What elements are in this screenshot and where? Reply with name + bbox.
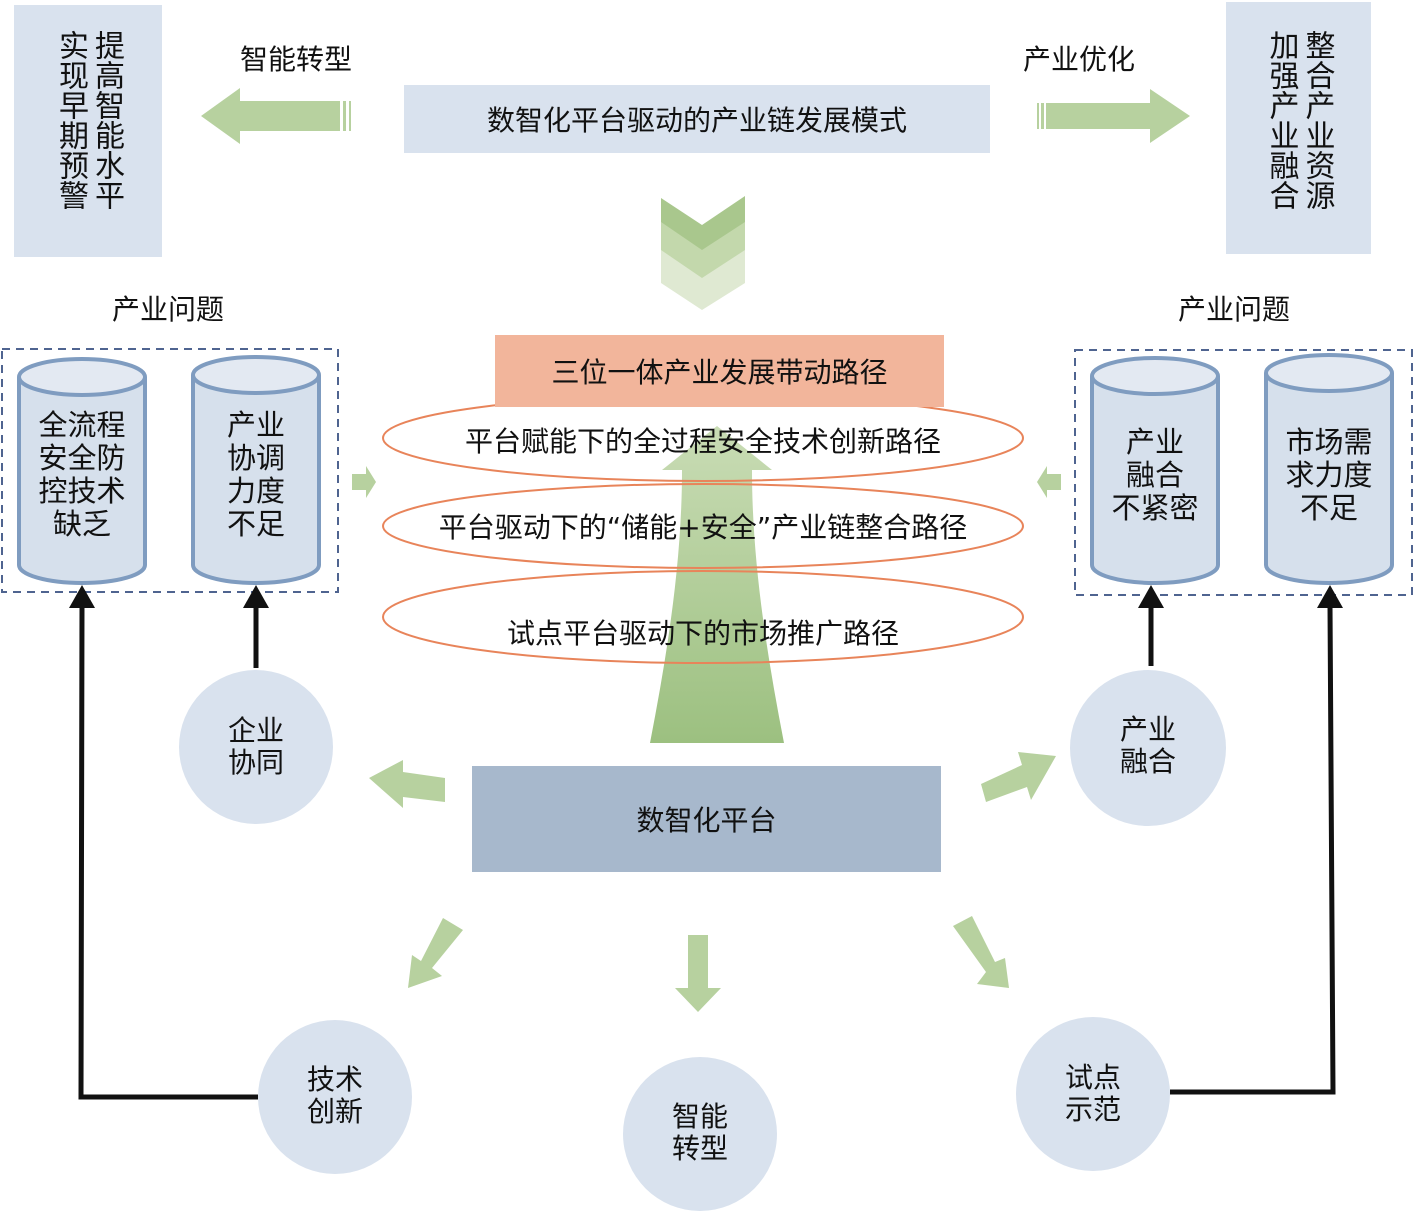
circle-enterprise-synergy xyxy=(179,670,333,824)
path-item-3: 试点平台驱动下的市场推广路径 xyxy=(506,617,899,650)
circle-tech-innovation xyxy=(258,1020,412,1174)
arrowhead-icon xyxy=(243,585,269,608)
connector-arrowheads xyxy=(69,585,1343,608)
arrowhead-icon xyxy=(1317,585,1343,608)
enterprise-synergy-text: 企业 协同 xyxy=(227,714,284,779)
title-box xyxy=(404,85,990,153)
left-problems-container xyxy=(1,348,339,593)
right-problems-container xyxy=(1074,349,1413,596)
path-ellipse-3 xyxy=(382,570,1024,664)
cylinder-right-1-text: 产业 融合 不紧密 xyxy=(1111,424,1199,525)
cylinder-right-2 xyxy=(1264,353,1394,585)
chevron-down-icon xyxy=(661,196,745,310)
tech-innovation-text: 技术 创新 xyxy=(306,1063,363,1128)
arrow-down-icon xyxy=(675,935,721,1012)
arrow-down-right-icon xyxy=(953,916,1009,988)
left-problems-heading: 产业问题 xyxy=(112,293,225,326)
arrow-right-small-icon xyxy=(352,466,376,498)
pilot-demo-text: 试点 示范 xyxy=(1064,1061,1121,1126)
page-title: 数智化平台驱动的产业链发展模式 xyxy=(486,104,907,137)
connector-lines xyxy=(78,604,1336,1100)
arrow-right-icon xyxy=(1037,89,1190,143)
cylinder-right-1 xyxy=(1090,356,1220,585)
paths-header: 三位一体产业发展带动路径 xyxy=(551,356,888,389)
arrowhead-icon xyxy=(1138,585,1164,608)
cylinder-left-1 xyxy=(17,357,147,585)
path-ellipse-2 xyxy=(382,483,1024,569)
cylinder-left-2-text: 产业 协调 力度 不足 xyxy=(226,408,285,541)
cylinder-left-1-text: 全流程 安全防 控技术 缺乏 xyxy=(38,408,126,541)
box-column: 实现早期预警 xyxy=(53,30,88,210)
arrow-up-left-icon xyxy=(369,760,445,808)
arrow-down-left-icon xyxy=(408,918,463,988)
box-column: 提高智能水平 xyxy=(89,30,124,210)
box-column: 整合产业资源 xyxy=(1299,30,1335,210)
circle-industry-integration xyxy=(1070,670,1226,826)
path-item-2: 平台驱动下的“储能+安全”产业链整合路径 xyxy=(438,511,968,544)
industry-integration-text: 产业 融合 xyxy=(1119,713,1176,778)
early-warning-box xyxy=(14,5,162,257)
industry-optimization-label: 产业优化 xyxy=(1023,43,1136,76)
circle-pilot-demo xyxy=(1016,1017,1170,1171)
smart-transformation-text: 智能 转型 xyxy=(671,1100,728,1165)
smart-transformation-label: 智能转型 xyxy=(240,43,353,76)
upward-arrow-icon xyxy=(650,426,784,743)
platform-label: 数智化平台 xyxy=(636,804,777,837)
box-column: 加强产业融合 xyxy=(1263,30,1299,210)
early-warning-text: 提高智能水平 实现早期预警 xyxy=(14,30,162,210)
cylinder-right-2-text: 市场需 求力度 不足 xyxy=(1285,424,1373,525)
cylinder-left-2 xyxy=(191,355,321,585)
paths-header-box xyxy=(495,335,944,407)
resource-integration-box xyxy=(1226,2,1371,254)
arrow-left-small-icon xyxy=(1037,466,1061,498)
resource-integration-text: 整合产业资源 加强产业融合 xyxy=(1226,30,1371,210)
arrow-up-right-icon xyxy=(981,752,1056,802)
circle-smart-transformation xyxy=(623,1057,777,1211)
arrow-left-icon xyxy=(201,88,351,144)
path-item-1: 平台赋能下的全过程安全技术创新路径 xyxy=(464,425,941,458)
arrowhead-icon xyxy=(69,585,95,608)
platform-box xyxy=(472,766,941,872)
right-problems-heading: 产业问题 xyxy=(1178,293,1291,326)
